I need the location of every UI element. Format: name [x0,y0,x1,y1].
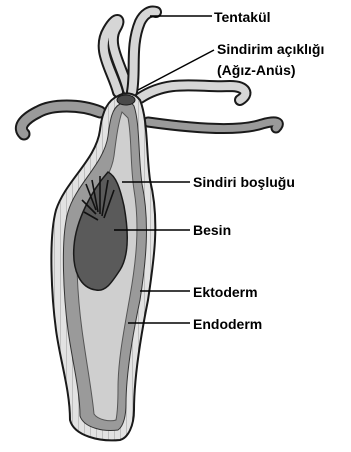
label-digestive-opening: Sindirim açıklığı [217,41,324,58]
label-digestive-cavity: Sindiri boşluğu [193,174,295,191]
label-mouth-anus: (Ağız-Anüs) [217,62,296,79]
label-endoderm: Endoderm [193,316,262,333]
label-ectoderm: Ektoderm [193,284,258,301]
tentacle-right-fill [140,85,245,100]
mouth-opening [117,95,135,105]
label-food: Besin [193,222,231,239]
label-tentacle: Tentakül [214,9,271,26]
tentacle-top-left-fill [104,20,128,92]
